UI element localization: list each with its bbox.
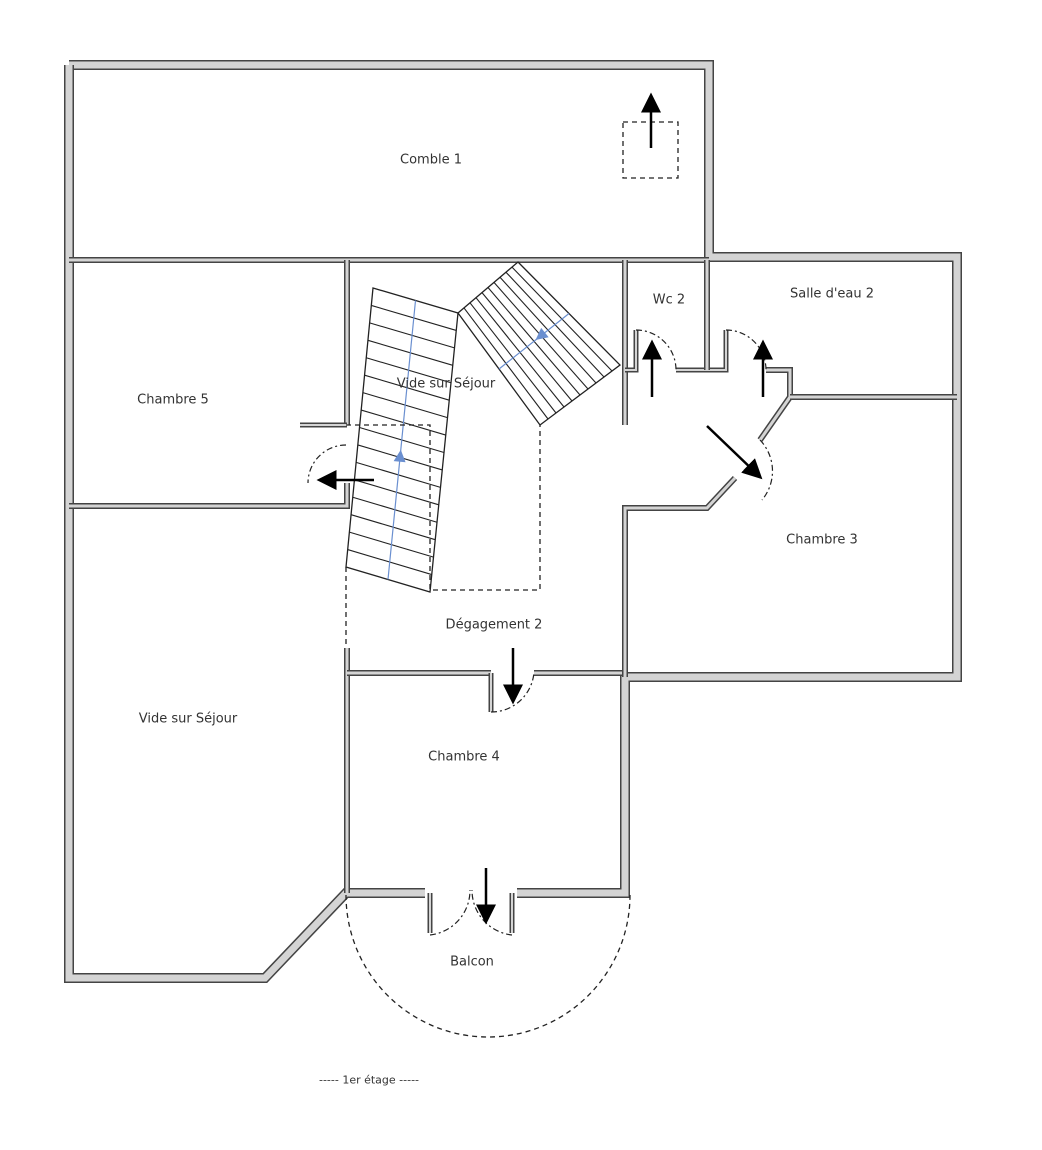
stair-arrow-icon xyxy=(535,327,549,341)
wall xyxy=(676,330,729,373)
wall-fill xyxy=(676,330,727,371)
stair-direction-line xyxy=(498,313,570,370)
room-label-degagement-2: Dégagement 2 xyxy=(445,617,543,633)
wall-fill xyxy=(69,61,961,897)
wall-fill xyxy=(758,368,792,441)
floor-caption: ----- 1er étage ----- xyxy=(318,1073,420,1087)
room-label-vide-sur-sejour-top: Vide sur Séjour xyxy=(396,376,496,392)
stair-direction-line xyxy=(387,300,417,580)
wall xyxy=(69,60,962,898)
dashed-outlines xyxy=(345,121,679,1038)
room-label-chambre-5: Chambre 5 xyxy=(137,392,209,408)
balcony-outline xyxy=(345,894,631,1038)
stair-arrow-icon xyxy=(393,449,406,463)
room-label-chambre-3: Chambre 3 xyxy=(786,532,858,548)
stairs xyxy=(345,261,621,593)
wall-fill xyxy=(69,483,349,508)
room-label-balcon: Balcon xyxy=(450,954,494,970)
room-label-chambre-4: Chambre 4 xyxy=(428,749,500,765)
room-label-salle-eau-2: Salle d'eau 2 xyxy=(789,286,875,302)
wall xyxy=(69,483,350,509)
wall-fill xyxy=(625,330,637,371)
room-label-vide-sur-sejour: Vide sur Séjour xyxy=(138,711,238,727)
wall-fill xyxy=(65,65,425,982)
door-arrows xyxy=(316,92,773,925)
room-label-comble: Comble 1 xyxy=(400,152,462,168)
arrow-diagonal-icon xyxy=(706,425,763,480)
walls xyxy=(64,60,962,983)
room-label-wc-2: Wc 2 xyxy=(652,292,686,308)
wall-fill xyxy=(623,476,737,677)
staircase xyxy=(457,261,621,426)
